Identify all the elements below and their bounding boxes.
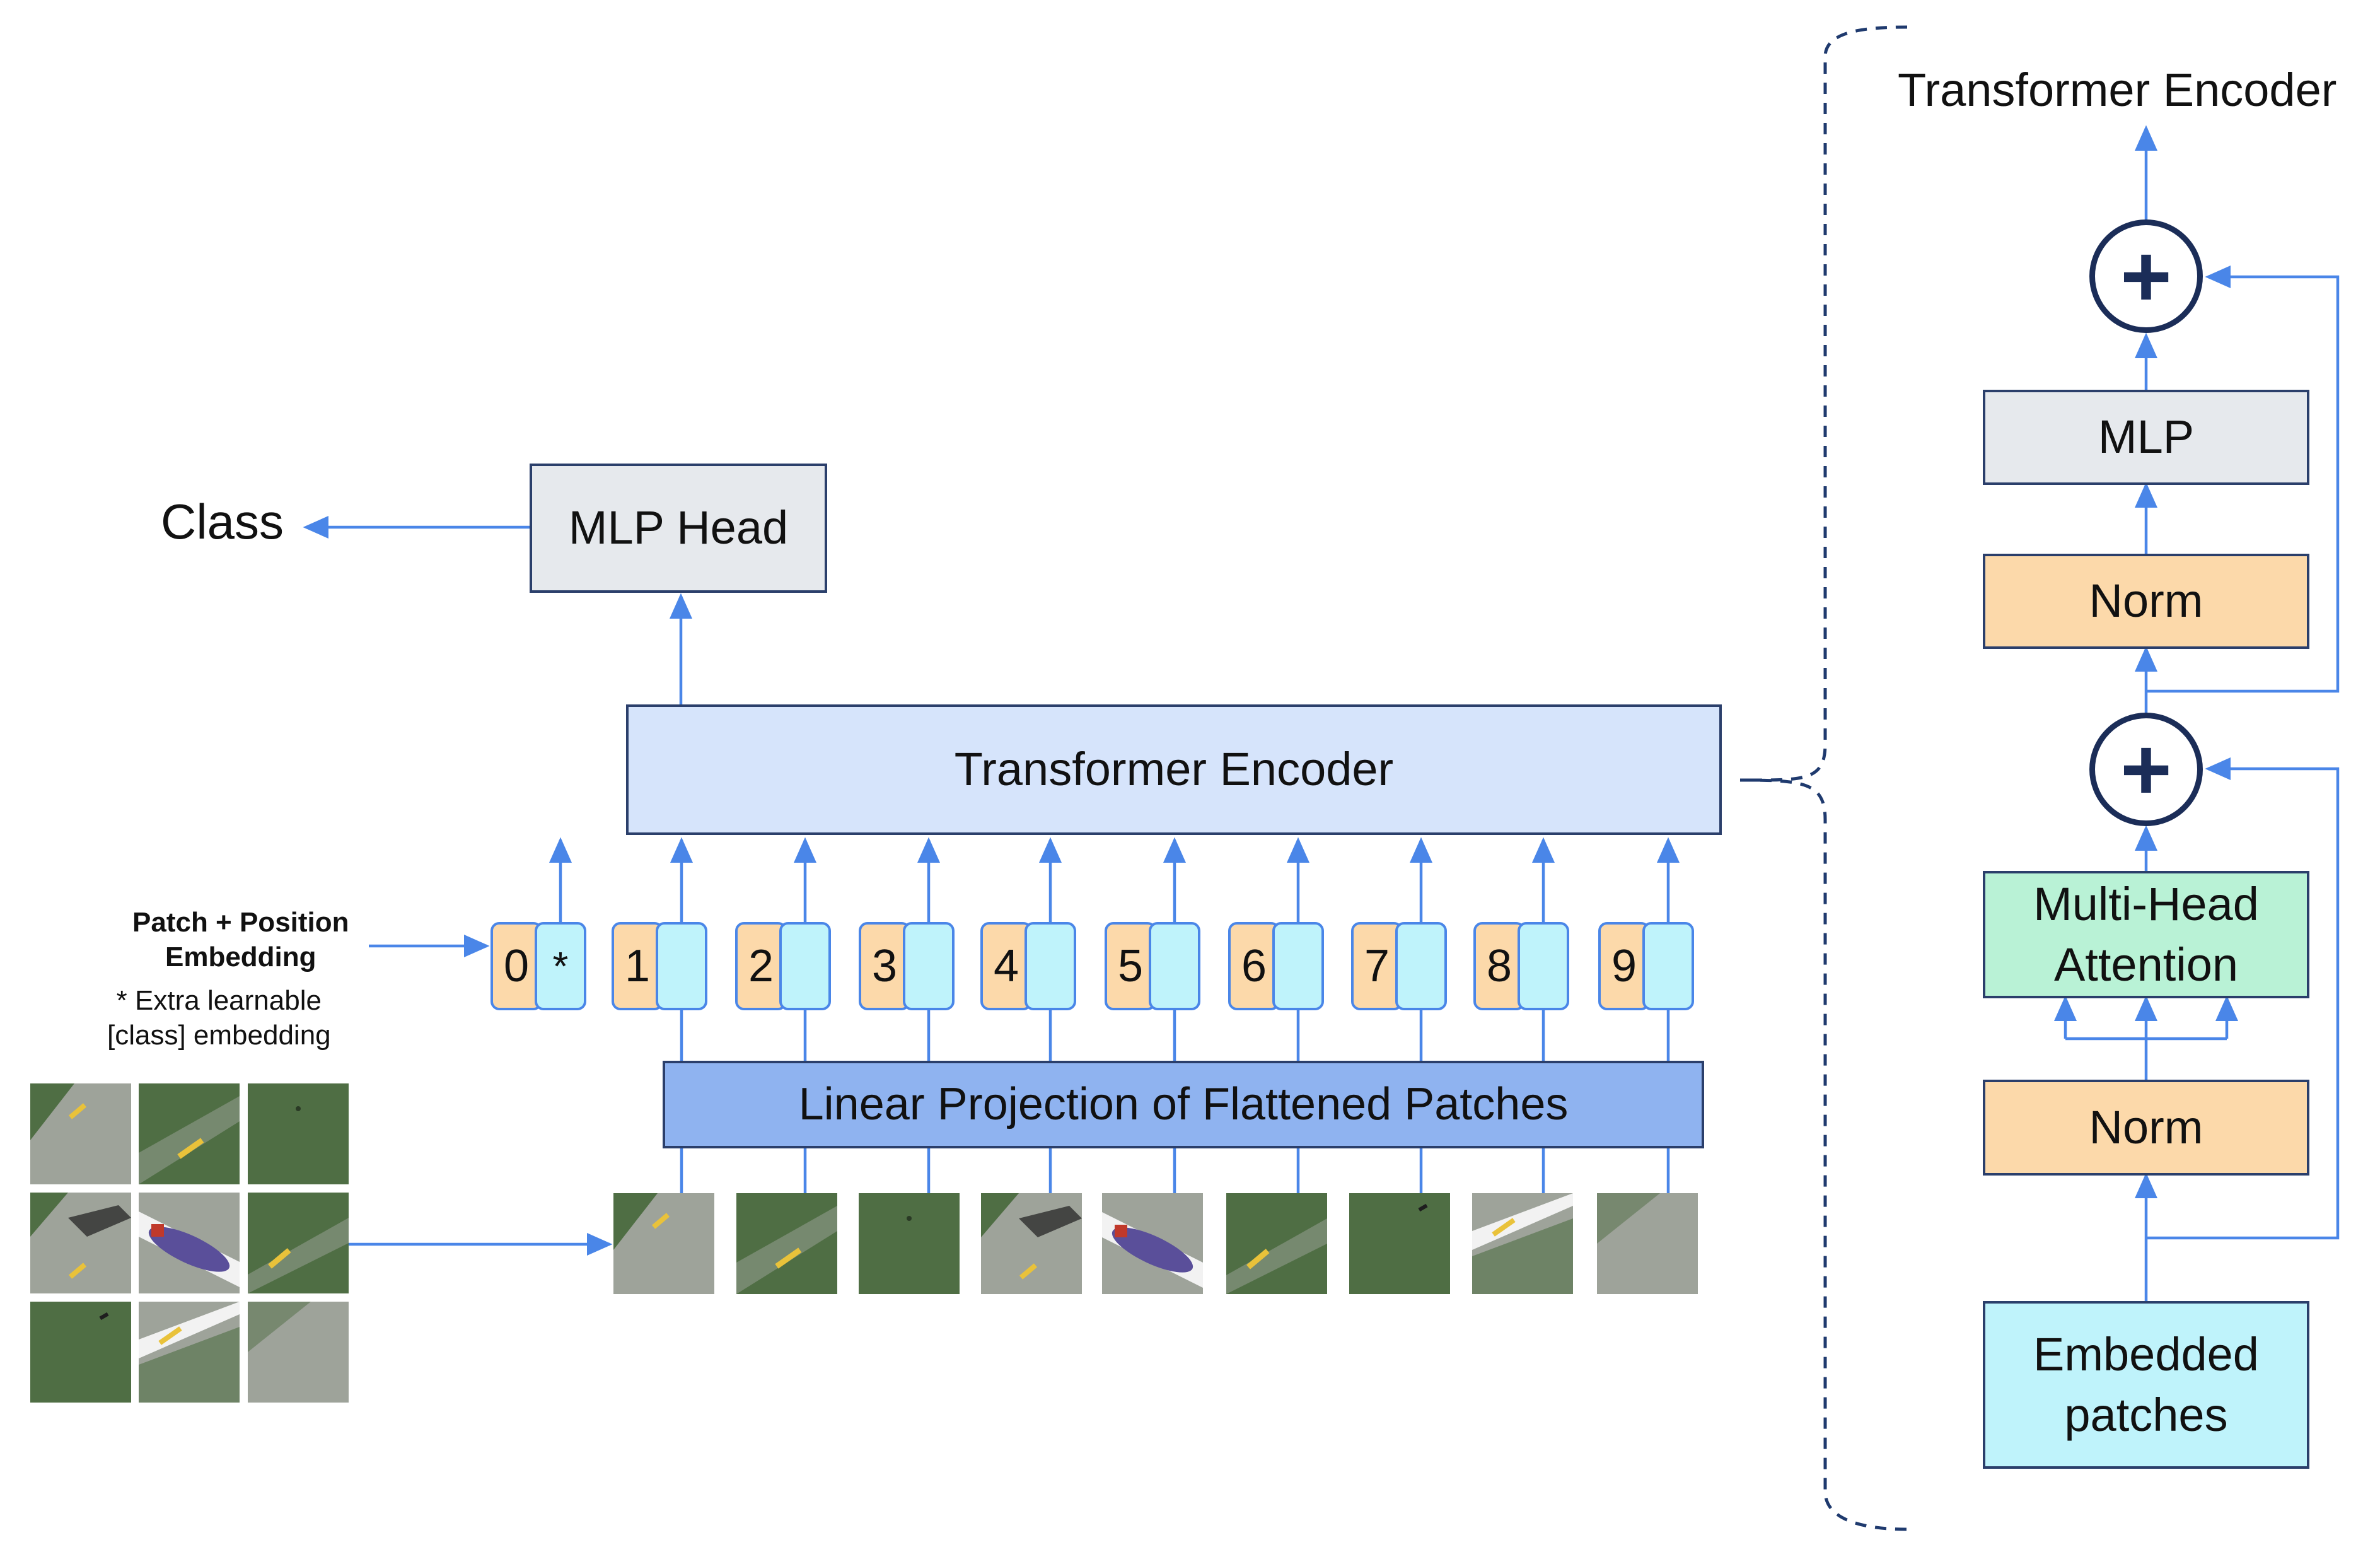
encoder-mlp-block: MLP bbox=[1983, 390, 2309, 485]
image-patch bbox=[1349, 1193, 1450, 1294]
position-embedding-token: 1 bbox=[612, 922, 663, 1010]
patch-embedding-token bbox=[1025, 922, 1076, 1010]
patch-embedding-token bbox=[1149, 922, 1200, 1010]
encoder-attention-block: Multi-Head Attention bbox=[1983, 871, 2309, 998]
residual-add-top-icon: + bbox=[2089, 219, 2203, 333]
image-patch bbox=[613, 1193, 714, 1294]
class-output-label: Class bbox=[161, 494, 284, 549]
position-embedding-token: 3 bbox=[859, 922, 910, 1010]
residual-connection-bottom bbox=[2146, 757, 2340, 1240]
image-patch bbox=[859, 1193, 960, 1294]
source-image-tile bbox=[248, 1193, 349, 1293]
image-patch bbox=[1226, 1193, 1327, 1294]
embedding-legend-title: Patch + Position Embedding bbox=[132, 907, 349, 972]
residual-connection-top bbox=[2146, 266, 2340, 693]
image-patch bbox=[1102, 1193, 1203, 1294]
embedding-legend-note: * Extra learnable [class] embedding bbox=[107, 985, 331, 1051]
embedded-patches-input-block: Embedded patches bbox=[1983, 1301, 2309, 1469]
residual-add-bottom-icon: + bbox=[2089, 713, 2203, 826]
zoom-brace bbox=[1739, 25, 1908, 1531]
source-image-tile bbox=[30, 1083, 131, 1184]
source-image-tile bbox=[139, 1302, 240, 1403]
position-embedding-token: 0 bbox=[491, 922, 542, 1010]
encoder-detail-title: Transformer Encoder bbox=[1898, 64, 2337, 116]
position-embedding-token: 6 bbox=[1228, 922, 1280, 1010]
image-patch bbox=[736, 1193, 837, 1294]
image-patch bbox=[1472, 1193, 1573, 1294]
source-image-tile bbox=[30, 1302, 131, 1403]
patch-embedding-token bbox=[1395, 922, 1447, 1010]
patch-embedding-token bbox=[656, 922, 707, 1010]
mlp-head-block: MLP Head bbox=[530, 464, 827, 593]
source-image-tile bbox=[248, 1302, 349, 1403]
position-embedding-token: 8 bbox=[1473, 922, 1525, 1010]
encoder-norm-bottom-block: Norm bbox=[1983, 1080, 2309, 1176]
encoder-norm-top-block: Norm bbox=[1983, 554, 2309, 649]
image-patch bbox=[981, 1193, 1082, 1294]
source-image-tile bbox=[139, 1083, 240, 1184]
source-image-tile bbox=[30, 1193, 131, 1293]
transformer-encoder-block: Transformer Encoder bbox=[626, 704, 1722, 835]
patch-embedding-token bbox=[1642, 922, 1694, 1010]
image-patch bbox=[1597, 1193, 1698, 1294]
patch-embedding-token bbox=[1272, 922, 1324, 1010]
source-image-tile bbox=[248, 1083, 349, 1184]
position-embedding-token: 9 bbox=[1598, 922, 1650, 1010]
patch-embedding-token bbox=[1518, 922, 1569, 1010]
patch-embedding-token bbox=[903, 922, 955, 1010]
source-image-tile bbox=[139, 1193, 240, 1293]
patch-embedding-token: * bbox=[535, 922, 586, 1010]
linear-projection-block: Linear Projection of Flattened Patches bbox=[663, 1061, 1704, 1148]
patch-embedding-token bbox=[779, 922, 831, 1010]
